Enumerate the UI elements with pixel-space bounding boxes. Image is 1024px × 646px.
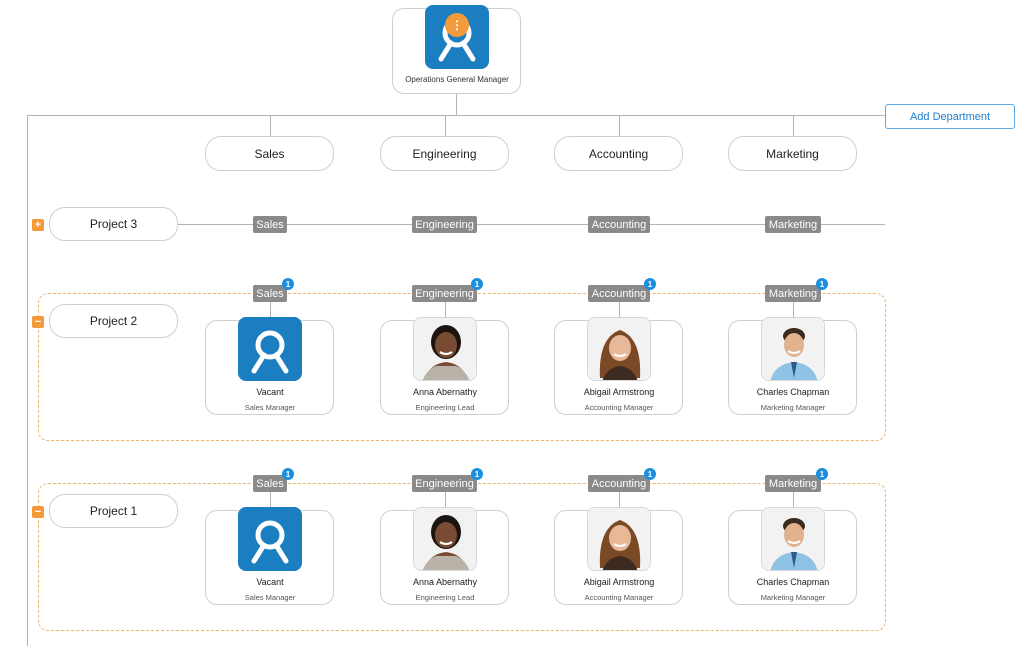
avatar-woman-icon	[587, 317, 651, 381]
collapse-project-2-toggle[interactable]: −	[32, 316, 44, 328]
project-1-tag-marketing: Marketing	[765, 475, 821, 492]
project-2-engineering-count-badge: 1	[471, 278, 483, 290]
project-1-tag-accounting: Accounting	[588, 475, 650, 492]
card-role: Engineering Lead	[415, 593, 475, 602]
avatar-man-icon	[761, 317, 825, 381]
project-1-tag-engineering: Engineering	[412, 475, 477, 492]
card-name: Charles Chapman	[756, 577, 830, 587]
project-2-tag-engineering: Engineering	[412, 285, 477, 302]
project-2-engineering-card[interactable]: Anna Abernathy Engineering Lead	[380, 317, 509, 415]
project-2-sales-card[interactable]: Vacant Sales Manager	[205, 317, 334, 415]
card-name: Anna Abernathy	[412, 387, 478, 397]
card-role: Marketing Manager	[760, 593, 826, 602]
card-role: Sales Manager	[244, 593, 296, 602]
project-2-accounting-card[interactable]: Abigail Armstrong Accounting Manager	[554, 317, 683, 415]
card-role: Engineering Lead	[415, 403, 475, 412]
project-1-label[interactable]: Project 1	[49, 494, 178, 528]
project-2-marketing-count-badge: 1	[816, 278, 828, 290]
project-2-tag-sales: Sales	[253, 285, 287, 302]
project-2-marketing-card[interactable]: Charles Chapman Marketing Manager	[728, 317, 857, 415]
project-1-sales-count-badge: 1	[282, 468, 294, 480]
project-1-engineering-count-badge: 1	[471, 468, 483, 480]
project-2-tag-accounting: Accounting	[588, 285, 650, 302]
avatar-woman-icon	[413, 507, 477, 571]
avatar-woman-icon	[587, 507, 651, 571]
project-2-sales-count-badge: 1	[282, 278, 294, 290]
project-1-marketing-count-badge: 1	[816, 468, 828, 480]
card-name: Vacant	[256, 387, 284, 397]
vacant-avatar	[238, 507, 302, 571]
person-search-icon	[251, 520, 289, 564]
project-1-sales-card[interactable]: Vacant Sales Manager	[205, 507, 334, 605]
card-name: Anna Abernathy	[412, 577, 478, 587]
root-node-card[interactable]: ⋮ Operations General Manager	[392, 5, 521, 94]
project-3-tag-sales: Sales	[253, 216, 287, 233]
card-role: Accounting Manager	[584, 593, 654, 602]
vacant-avatar	[238, 317, 302, 381]
project-3-label[interactable]: Project 3	[49, 207, 178, 241]
project-3-tag-marketing: Marketing	[765, 216, 821, 233]
project-1-accounting-count-badge: 1	[644, 468, 656, 480]
avatar-woman-icon	[413, 317, 477, 381]
card-name: Vacant	[256, 577, 284, 587]
avatar-man-icon	[761, 507, 825, 571]
department-marketing[interactable]: Marketing	[728, 136, 857, 171]
department-engineering[interactable]: Engineering	[380, 136, 509, 171]
project-2-accounting-count-badge: 1	[644, 278, 656, 290]
card-name: Abigail Armstrong	[583, 577, 655, 587]
expand-project-3-toggle[interactable]: +	[32, 219, 44, 231]
department-accounting[interactable]: Accounting	[554, 136, 683, 171]
person-search-icon	[251, 330, 289, 374]
card-role: Sales Manager	[244, 403, 296, 412]
root-node-title: Operations General Manager	[405, 75, 509, 84]
project-1-marketing-card[interactable]: Charles Chapman Marketing Manager	[728, 507, 857, 605]
project-1-tag-sales: Sales	[253, 475, 287, 492]
card-name: Abigail Armstrong	[583, 387, 655, 397]
project-1-engineering-card[interactable]: Anna Abernathy Engineering Lead	[380, 507, 509, 605]
project-2-tag-marketing: Marketing	[765, 285, 821, 302]
project-1-accounting-card[interactable]: Abigail Armstrong Accounting Manager	[554, 507, 683, 605]
project-3-tag-engineering: Engineering	[412, 216, 477, 233]
collapse-project-1-toggle[interactable]: −	[32, 506, 44, 518]
add-department-button[interactable]: Add Department	[885, 104, 1015, 129]
card-role: Accounting Manager	[584, 403, 654, 412]
project-3-tag-accounting: Accounting	[588, 216, 650, 233]
node-menu-icon[interactable]: ⋮	[445, 13, 469, 37]
card-name: Charles Chapman	[756, 387, 830, 397]
card-role: Marketing Manager	[760, 403, 826, 412]
department-sales[interactable]: Sales	[205, 136, 334, 171]
project-2-label[interactable]: Project 2	[49, 304, 178, 338]
